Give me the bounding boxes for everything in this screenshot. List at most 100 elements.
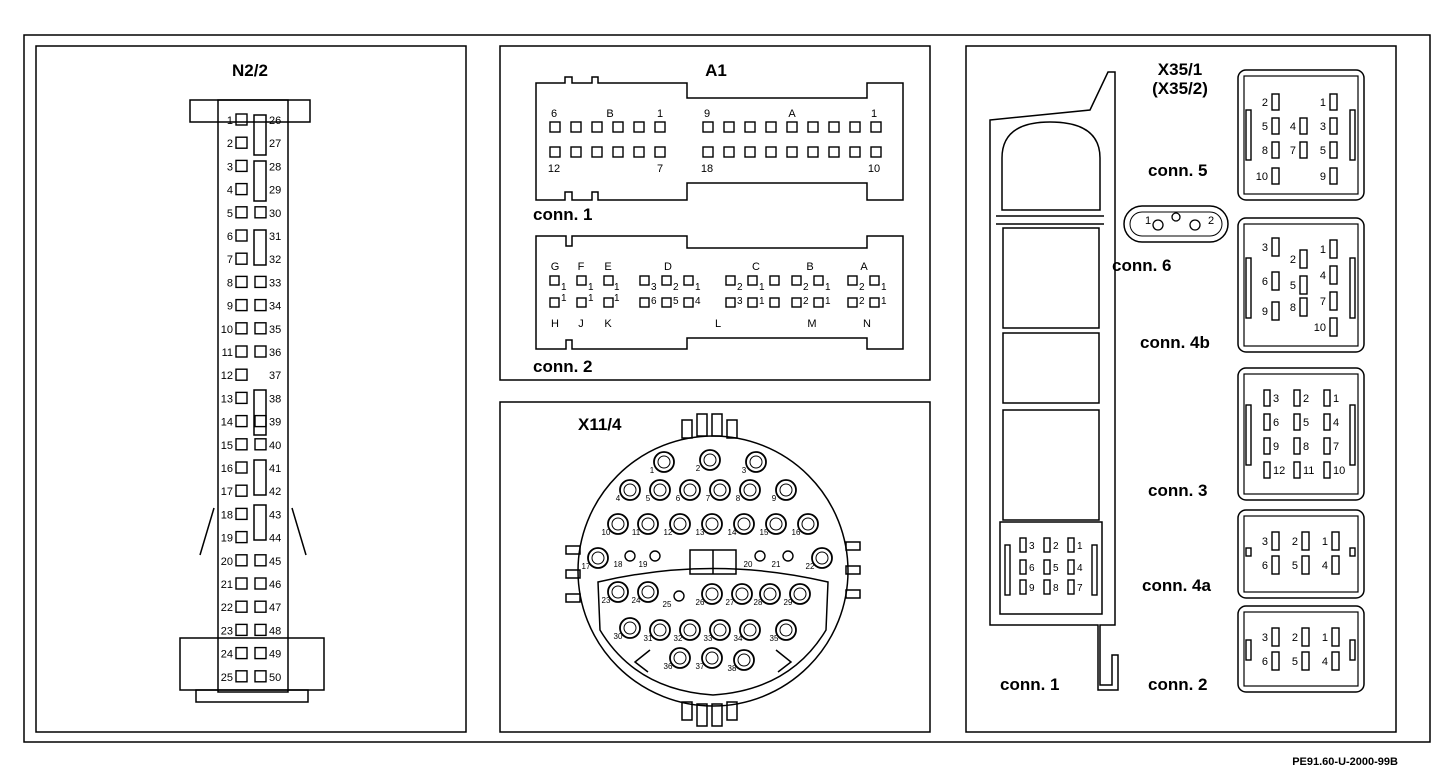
pin-socket	[235, 275, 248, 289]
pin-socket	[549, 275, 560, 286]
pin-socket	[235, 554, 248, 567]
pin-label: 22	[806, 562, 815, 571]
pin-slot	[1329, 239, 1338, 259]
pin-socket	[235, 206, 248, 219]
pin-label: 50	[269, 672, 281, 684]
pin-socket	[254, 623, 267, 637]
pin-label: 2	[737, 282, 743, 293]
pin-socket	[791, 275, 802, 286]
pin-label: 4	[1077, 563, 1083, 574]
a1-conn1-label-18: 18	[701, 163, 713, 175]
x11-pin-inner	[703, 453, 717, 467]
pin-label: 12	[1273, 465, 1285, 477]
a1-conn2-label: conn. 2	[533, 357, 593, 376]
pin-label: 9	[1029, 583, 1035, 594]
pin-slot	[1271, 117, 1280, 135]
pin-label: H	[551, 318, 559, 330]
pin-label: 29	[269, 185, 281, 197]
pin-label: 10	[602, 528, 611, 537]
pin-socket	[235, 252, 248, 265]
pin-label: 3	[651, 282, 657, 293]
pin-socket	[723, 121, 735, 133]
pin-label: 45	[269, 556, 281, 568]
a1-conn1-label-10: 10	[868, 163, 880, 175]
pin-label: 1	[1322, 632, 1328, 644]
x11-pin	[709, 479, 731, 501]
x11-4-title: X11/4	[578, 415, 622, 434]
pin-socket	[702, 146, 714, 158]
panel-frame	[965, 45, 1397, 733]
pin-label: 5	[1320, 145, 1326, 157]
pin-slot	[1245, 639, 1252, 661]
pin-label: 49	[269, 649, 281, 661]
pin-slot	[1331, 627, 1340, 647]
pin-slot	[1331, 531, 1340, 551]
x11-pin	[765, 513, 787, 535]
panel-frame	[499, 401, 931, 733]
x11-pin	[733, 649, 755, 671]
pin-label: 5	[673, 296, 679, 307]
pin-socket	[254, 600, 267, 613]
pin-socket	[847, 275, 858, 286]
pin-label: 4	[1320, 270, 1326, 282]
connector-outer	[1237, 217, 1365, 353]
x11-pin	[745, 451, 767, 473]
pin-socket	[235, 461, 248, 474]
pin-label: 24	[632, 596, 641, 605]
n2-2-title: N2/2	[232, 61, 268, 80]
pin-label: 1	[561, 282, 567, 293]
pin-label: 8	[1262, 145, 1268, 157]
pin-label: 18	[614, 560, 623, 569]
x11-pin-inner	[763, 587, 777, 601]
x35-1-subtitle: (X35/2)	[1152, 79, 1208, 98]
x11-pin-inner	[743, 483, 757, 497]
x11-pin	[679, 619, 701, 641]
x11-pin	[607, 513, 629, 535]
pin-socket	[235, 438, 248, 451]
x11-pin	[739, 619, 761, 641]
pin-slot	[1271, 301, 1280, 321]
pin-socket	[828, 146, 840, 158]
conn6-pin	[1152, 219, 1164, 231]
pin-slot	[1293, 413, 1301, 431]
x11-pin	[624, 550, 636, 562]
pin-socket	[235, 229, 248, 242]
drawing-reference: PE91.60-U-2000-99B	[1292, 756, 1398, 768]
pin-socket	[235, 345, 248, 358]
x11-pin-inner	[611, 517, 625, 531]
pin-slot	[1331, 651, 1340, 671]
pin-slot	[1271, 237, 1280, 257]
pin-label: 1	[227, 115, 233, 127]
pin-label: 13	[221, 393, 233, 405]
a1-conn2-housing	[535, 235, 904, 350]
x11-pin	[782, 550, 794, 562]
pin-label: 6	[1262, 656, 1268, 668]
pin-label: 35	[770, 634, 779, 643]
pin-slot	[1067, 537, 1075, 553]
pin-slot	[1067, 579, 1075, 595]
a1-conn1-label-9: 9	[704, 108, 710, 120]
pin-slot	[1271, 555, 1280, 575]
pin-socket	[235, 646, 248, 660]
x11-pin-inner	[737, 517, 751, 531]
pin-slot	[1331, 555, 1340, 575]
pin-slot	[1349, 404, 1356, 466]
x11-pin	[637, 581, 659, 603]
x35-module-housing	[989, 71, 1119, 691]
connector-inner	[1243, 515, 1359, 593]
pin-label: 2	[859, 282, 865, 293]
pin-label: 3	[1262, 242, 1268, 254]
pin-socket	[813, 275, 824, 286]
pin-socket	[254, 206, 267, 219]
pin-label: 7	[1320, 296, 1326, 308]
pin-label: 23	[602, 596, 611, 605]
pin-socket	[603, 297, 614, 308]
pin-slot	[1271, 651, 1280, 671]
pin-slot	[1329, 167, 1338, 185]
conn6-pin-label: 2	[1208, 215, 1214, 227]
pin-label: 1	[614, 282, 620, 293]
x11-pin	[733, 513, 755, 535]
